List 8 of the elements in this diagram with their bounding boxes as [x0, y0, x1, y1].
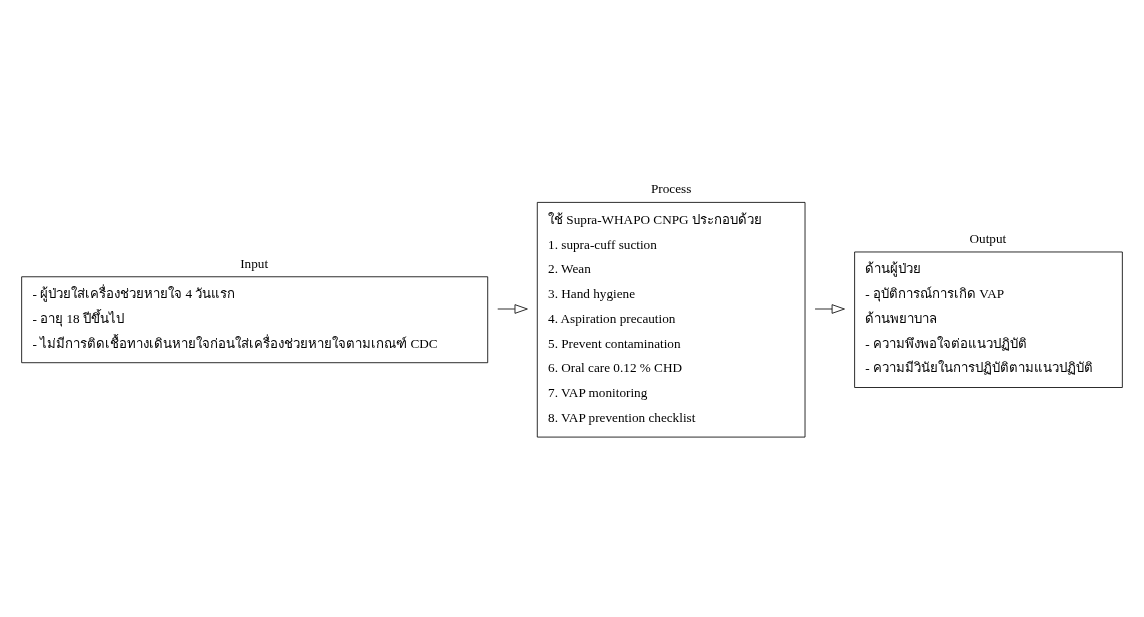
node-box: - ผู้ป่วยใส่เครื่องช่วยหายใจ 4 วันแรก - อายุ 18 ปีขึ้นไป - ไม่มีการติดเชื้อทางเดินหายใจก่อนใส่เครื่องช่วยหายใจตามเกณฑ์ CDC	[21, 275, 489, 363]
node-box: ด้านผู้ป่วย - อุบัติการณ์การเกิด VAP ด้านพยาบาล - ความพึงพอใจต่อแนวปฏิบัติ - ความมีวินัยในการปฏิบัติตามแนวปฏิบัติ	[854, 251, 1123, 388]
node-label: Process	[650, 180, 692, 196]
node-label: Output	[969, 230, 1007, 246]
node-label: Input	[240, 255, 269, 271]
arrow	[497, 303, 528, 314]
arrow	[814, 303, 845, 314]
node-box: ใช้ Supra-WHAPO CNPG ประกอบด้วย 1. supra-cuff suction 2. Wean 3. Hand hygiene 4. Aspiration precaution 5. Prevent contamination 6. Oral care 0.12 % CHD 7. VAP monitoring 8. VAP prevention checklist	[536, 201, 806, 437]
